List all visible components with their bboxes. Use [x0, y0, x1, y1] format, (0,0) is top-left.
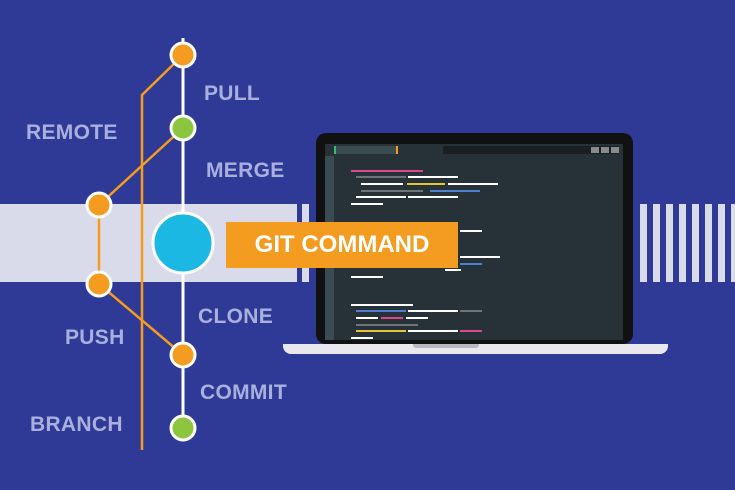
- editor-titlebar: [325, 144, 623, 156]
- laptop-notch: [413, 344, 479, 348]
- branch-node: [169, 414, 197, 442]
- remote-node: [85, 191, 113, 219]
- merge-label: MERGE: [206, 159, 285, 182]
- push-node: [85, 270, 113, 298]
- laptop-base: [283, 344, 668, 354]
- clone-label: CLONE: [198, 305, 273, 328]
- push-label: PUSH: [65, 326, 125, 349]
- close-icon[interactable]: [611, 147, 619, 153]
- band-stripe: [692, 204, 699, 282]
- band-stripe: [666, 204, 673, 282]
- commit-node: [169, 341, 197, 369]
- band-stripe: [705, 204, 712, 282]
- band-stripe: [640, 204, 647, 282]
- remote-label: REMOTE: [26, 121, 118, 144]
- git-command-banner: GIT COMMAND: [226, 222, 458, 268]
- branch-label: BRANCH: [30, 413, 123, 436]
- editor-toolbar: [443, 146, 619, 154]
- git-command-node: [151, 211, 215, 275]
- maximize-icon[interactable]: [601, 147, 609, 153]
- band-stripe: [731, 204, 735, 282]
- commit-label: COMMIT: [200, 381, 287, 404]
- merge-node: [169, 114, 197, 142]
- pull-node: [169, 41, 197, 69]
- minimize-icon[interactable]: [591, 147, 599, 153]
- band-stripe: [679, 204, 686, 282]
- git-graph: [85, 38, 215, 450]
- band-stripe: [718, 204, 725, 282]
- editor-tab: [334, 146, 398, 154]
- band-stripe: [653, 204, 660, 282]
- pull-label: PULL: [204, 82, 261, 105]
